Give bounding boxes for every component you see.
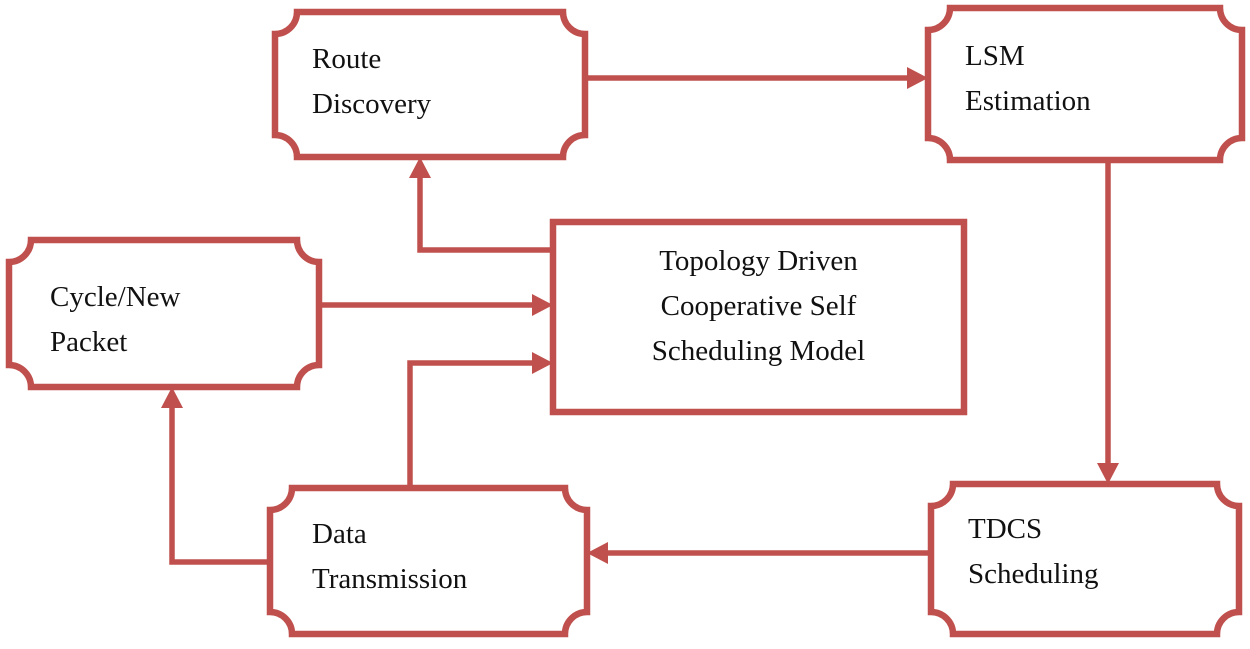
node-topology-model-border — [549, 218, 968, 416]
label-line: Transmission — [312, 563, 468, 595]
edge-tdcs-scheduling-to-data-transmission — [587, 542, 931, 564]
node-lsm-estimation-label: LSM Estimation — [965, 34, 1091, 124]
arrowhead-right-icon — [907, 67, 928, 89]
label-line: Estimation — [965, 85, 1091, 117]
label-line: Discovery — [312, 88, 432, 120]
node-cycle-new-packet-label: Cycle/New Packet — [50, 275, 180, 365]
arrowhead-right-icon — [532, 352, 553, 374]
node-tdcs-scheduling-border — [927, 480, 1243, 638]
label-line: Data — [312, 518, 367, 550]
node-lsm-estimation-border — [924, 4, 1246, 164]
node-topology-model-label: Topology Driven Cooperative Self Schedul… — [553, 239, 964, 374]
edge-cycle-new-packet-to-topology-model — [319, 294, 553, 316]
label-line: Topology Driven — [659, 245, 858, 277]
label-line: LSM — [965, 40, 1025, 72]
label-line: Packet — [50, 326, 128, 358]
arrowhead-down-icon — [1097, 463, 1119, 484]
arrowhead-left-icon — [587, 542, 608, 564]
label-line: Cycle/New — [50, 281, 181, 313]
node-route-discovery-border — [271, 8, 589, 161]
node-data-transmission-label: Data Transmission — [312, 512, 467, 602]
label-line: Scheduling — [968, 558, 1099, 590]
node-data-transmission-border — [266, 484, 591, 638]
label-line: Route — [312, 43, 382, 75]
arrowhead-up-icon — [409, 157, 431, 178]
label-line: Scheduling Model — [651, 335, 866, 367]
node-cycle-new-packet-border — [5, 236, 323, 391]
label-line: Cooperative Self — [660, 290, 857, 322]
arrowhead-up-icon — [161, 387, 183, 408]
edge-route-discovery-to-lsm-estimation — [585, 67, 928, 89]
edge-topology-model-to-route-discovery — [409, 157, 553, 253]
edge-lsm-estimation-to-tdcs-scheduling — [1097, 160, 1119, 484]
node-tdcs-scheduling-label: TDCS Scheduling — [968, 507, 1099, 597]
edge-data-transmission-to-topology-model — [407, 352, 553, 488]
node-route-discovery-label: Route Discovery — [312, 37, 431, 127]
arrowhead-right-icon — [532, 294, 553, 316]
edge-data-transmission-to-cycle-new-packet — [161, 387, 270, 565]
label-line: TDCS — [968, 513, 1043, 545]
